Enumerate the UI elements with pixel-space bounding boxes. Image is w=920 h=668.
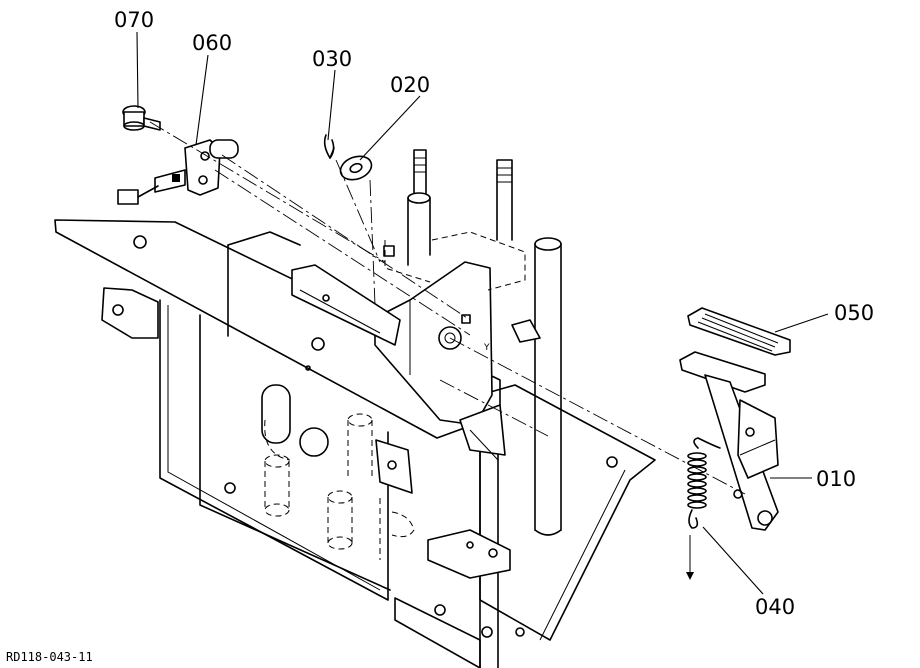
front-lug — [375, 439, 413, 494]
pedal-arm-010 — [679, 351, 779, 531]
frame-slot — [261, 384, 291, 444]
front-frame — [159, 299, 389, 601]
top-plate-hole — [311, 337, 325, 351]
center-bracket — [374, 261, 493, 426]
document-id: RD118-043-11 — [6, 650, 93, 664]
spring-040 — [686, 437, 721, 580]
posts — [407, 149, 562, 536]
frame-assembly: Y — [54, 149, 656, 668]
frame-hole — [299, 427, 329, 457]
bolt-070 — [122, 105, 161, 131]
base-plate — [479, 384, 656, 641]
callout-070: 070 — [114, 8, 154, 32]
leader-lines — [136, 31, 829, 595]
top-plate-hole — [133, 235, 147, 249]
svg-text:Y: Y — [483, 343, 490, 353]
assembly-lines — [149, 121, 746, 495]
callout-050: 050 — [834, 301, 874, 325]
small-square-tab — [383, 245, 395, 257]
callout-040: 040 — [755, 595, 795, 619]
left-tab — [101, 287, 159, 339]
switch-assembly-060 — [117, 139, 239, 205]
callout-010: 010 — [816, 467, 856, 491]
pedal-pad-050 — [687, 307, 791, 356]
callout-020: 020 — [390, 73, 430, 97]
callout-030: 030 — [312, 47, 352, 71]
bracket-hole — [438, 326, 462, 350]
bottom-lug — [427, 529, 511, 579]
washer-020 — [339, 155, 373, 181]
callout-060: 060 — [192, 31, 232, 55]
pin-clip-030 — [323, 134, 335, 159]
hidden-bosses — [264, 413, 415, 560]
